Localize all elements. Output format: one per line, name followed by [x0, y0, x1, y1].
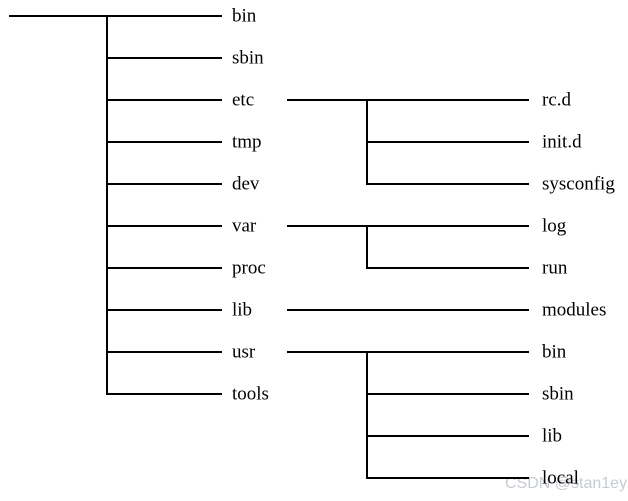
dir-label-tools: tools	[232, 383, 269, 405]
dir-label-lib: lib	[542, 425, 563, 447]
dir-label-proc: proc	[232, 257, 266, 279]
watermark: CSDN @stan1ey	[505, 475, 628, 492]
branch-line	[107, 267, 222, 269]
branch-line	[107, 309, 222, 311]
sub-branch-line	[367, 141, 529, 143]
sub-trunk-line	[366, 351, 368, 479]
dir-label-lib: lib	[232, 299, 253, 321]
sub-trunk-line	[366, 225, 368, 269]
branch-line	[107, 57, 222, 59]
main-trunk-line	[106, 15, 108, 395]
dir-label-run: run	[542, 257, 568, 279]
branch-line	[107, 351, 222, 353]
dir-label-bin: bin	[542, 341, 567, 363]
root-line	[9, 15, 222, 17]
dir-label-tmp: tmp	[232, 131, 262, 153]
sub-branch-line	[287, 351, 529, 353]
sub-branch-line	[367, 183, 529, 185]
sub-branch-line	[367, 267, 529, 269]
branch-line	[107, 99, 222, 101]
sub-branch-line	[287, 99, 529, 101]
branch-line	[107, 225, 222, 227]
sub-branch-line	[367, 393, 529, 395]
sub-branch-line	[367, 477, 529, 479]
dir-label-sbin: sbin	[232, 47, 264, 69]
branch-line	[107, 183, 222, 185]
dir-label-etc: etc	[232, 89, 255, 111]
sub-branch-line	[287, 309, 529, 311]
dir-label-modules: modules	[542, 299, 607, 321]
sub-branch-line	[287, 225, 529, 227]
dir-label-dev: dev	[232, 173, 260, 195]
sub-branch-line	[367, 435, 529, 437]
dir-label-var: var	[232, 215, 257, 237]
dir-label-init.d: init.d	[542, 131, 582, 153]
dir-label-sysconfig: sysconfig	[542, 173, 615, 195]
dir-label-bin: bin	[232, 5, 257, 27]
branch-line	[107, 393, 222, 395]
dir-label-log: log	[542, 215, 567, 237]
branch-line	[107, 141, 222, 143]
dir-label-sbin: sbin	[542, 383, 574, 405]
dir-label-rc.d: rc.d	[542, 89, 572, 111]
dir-label-usr: usr	[232, 341, 256, 363]
dir-label-local: local	[542, 467, 579, 489]
